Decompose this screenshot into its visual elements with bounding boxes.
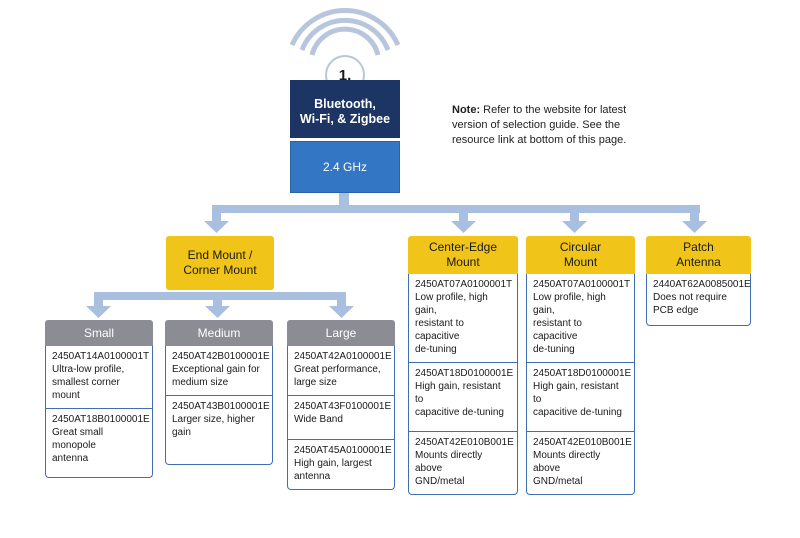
- part-item: 2450AT18D0100001E High gain, resistant t…: [409, 363, 517, 432]
- end-mount-node: End Mount / Corner Mount: [166, 236, 274, 290]
- part-item: 2450AT45A0100001E High gain, largest ant…: [288, 440, 394, 489]
- part-item: 2450AT18D0100001E High gain, resistant t…: [527, 363, 634, 432]
- end-mount-label: End Mount / Corner Mount: [183, 248, 257, 277]
- large-card: 2450AT42A0100001E Great performance, lar…: [287, 346, 395, 490]
- part-description: Exceptional gain for medium size: [172, 364, 260, 388]
- wifi-signal-icon: [289, 8, 401, 56]
- part-description: High gain, resistant to capacitive de-tu…: [415, 381, 504, 418]
- part-item: 2450AT42A0100001E Great performance, lar…: [288, 346, 394, 396]
- part-item: 2450AT18B0100001E Great small monopole a…: [46, 409, 152, 477]
- part-number: 2450AT18D0100001E: [533, 368, 632, 379]
- part-description: Low profile, high gain, resistant to cap…: [533, 292, 606, 355]
- small-header: Small: [45, 320, 153, 346]
- medium-header: Medium: [165, 320, 273, 346]
- part-description: Wide Band: [294, 414, 343, 425]
- part-number: 2450AT45A0100001E: [294, 445, 392, 456]
- part-number: 2450AT07A0100001T: [415, 279, 513, 290]
- small-card: 2450AT14A0100001T Ultra-low profile, sma…: [45, 346, 153, 478]
- part-number: 2440AT62A0085001E: [653, 279, 751, 290]
- part-description: High gain, resistant to capacitive de-tu…: [533, 381, 622, 418]
- part-description: High gain, largest antenna: [294, 458, 372, 482]
- medium-label: Medium: [197, 326, 241, 340]
- part-description: Mounts directly above GND/metal: [415, 450, 483, 487]
- patch-card: 2440AT62A0085001E Does not require PCB e…: [646, 274, 751, 326]
- part-description: Mounts directly above GND/metal: [533, 450, 601, 487]
- step-number: 1.: [338, 66, 352, 84]
- circular-label: Circular Mount: [559, 240, 602, 269]
- center-edge-card: 2450AT07A0100001T Low profile, high gain…: [408, 274, 518, 495]
- note-text: Note: Refer to the website for latest ve…: [452, 103, 637, 148]
- note-bold: Note:: [452, 104, 481, 116]
- part-description: Ultra-low profile, smallest corner mount: [52, 364, 125, 401]
- circular-card: 2450AT07A0100001T Low profile, high gain…: [526, 274, 635, 495]
- part-item: 2440AT62A0085001E Does not require PCB e…: [647, 274, 751, 325]
- part-number: 2450AT07A0100001T: [533, 279, 631, 290]
- root-node: Bluetooth, Wi-Fi, & Zigbee: [290, 80, 400, 138]
- part-item: 2450AT07A0100001T Low profile, high gain…: [527, 274, 634, 363]
- part-description: Great small monopole antenna: [52, 427, 104, 464]
- root-label: Bluetooth, Wi-Fi, & Zigbee: [299, 97, 391, 126]
- part-item: 2450AT42B0100001E Exceptional gain for m…: [166, 346, 272, 396]
- part-number: 2450AT42E010B001E: [533, 437, 632, 448]
- part-number: 2450AT42B0100001E: [172, 351, 270, 362]
- medium-card: 2450AT42B0100001E Exceptional gain for m…: [165, 346, 273, 465]
- part-item: 2450AT42E010B001E Mounts directly above …: [409, 432, 517, 494]
- part-number: 2450AT14A0100001T: [52, 351, 150, 362]
- patch-header: Patch Antenna: [646, 236, 751, 274]
- part-item: 2450AT14A0100001T Ultra-low profile, sma…: [46, 346, 152, 409]
- small-label: Small: [83, 326, 114, 340]
- part-description: Great performance, large size: [294, 364, 381, 388]
- center-edge-header: Center-Edge Mount: [408, 236, 518, 274]
- center-edge-label: Center-Edge Mount: [428, 240, 498, 269]
- part-number: 2450AT42A0100001E: [294, 351, 392, 362]
- part-description: Does not require PCB edge: [653, 292, 727, 316]
- large-label: Large: [325, 326, 357, 340]
- part-number: 2450AT43F0100001E: [294, 401, 392, 412]
- circular-header: Circular Mount: [526, 236, 635, 274]
- part-item: 2450AT42E010B001E Mounts directly above …: [527, 432, 634, 494]
- tree-connectors: [86, 193, 707, 318]
- frequency-node: 2.4 GHz: [290, 141, 400, 193]
- part-description: Larger size, higher gain: [172, 414, 255, 438]
- part-item: 2450AT43F0100001E Wide Band: [288, 396, 394, 440]
- note-body: Refer to the website for latest version …: [452, 104, 627, 146]
- part-number: 2450AT18D0100001E: [415, 368, 514, 379]
- frequency-label: 2.4 GHz: [322, 160, 367, 174]
- part-item: 2450AT07A0100001T Low profile, high gain…: [409, 274, 517, 363]
- part-number: 2450AT43B0100001E: [172, 401, 270, 412]
- large-header: Large: [287, 320, 395, 346]
- part-description: Low profile, high gain, resistant to cap…: [415, 292, 488, 355]
- part-item: 2450AT43B0100001E Larger size, higher ga…: [166, 396, 272, 464]
- patch-label: Patch Antenna: [676, 240, 721, 269]
- part-number: 2450AT42E010B001E: [415, 437, 514, 448]
- part-number: 2450AT18B0100001E: [52, 414, 150, 425]
